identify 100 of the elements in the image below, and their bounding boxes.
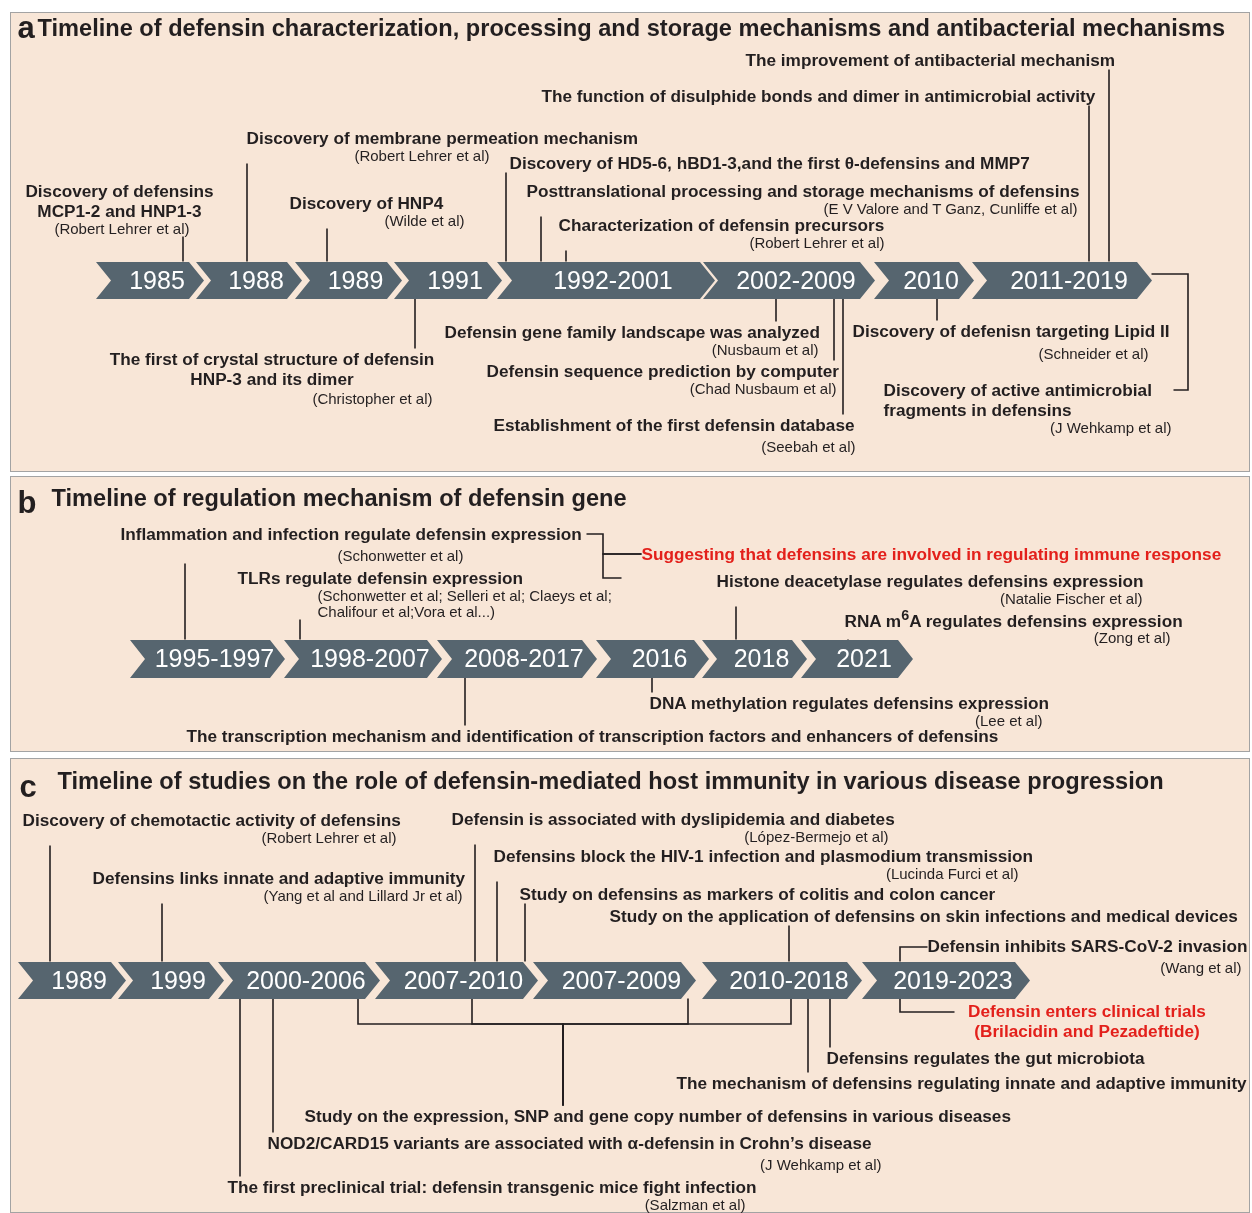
event-title: The improvement of antibacterial mechanism xyxy=(745,49,1116,70)
leader-line xyxy=(735,605,737,641)
year-segment: 1989 xyxy=(17,961,126,999)
leader-line xyxy=(239,997,241,1178)
year-segment: 2021 xyxy=(800,639,913,678)
event-title: The first of crystal structure of defensin HNP-3 and its dimer xyxy=(108,348,436,389)
event-title: Study on the expression, SNP and gene copy number of defensins in various diseases xyxy=(304,1105,1011,1126)
citation: (Christopher et al) xyxy=(312,390,433,407)
event-title: Discovery of HNP4 xyxy=(289,192,444,213)
panel-title: Timeline of defensin characterization, processing and storage mechanisms and antibacterial mechanisms xyxy=(37,14,1225,41)
leader-line xyxy=(1108,68,1110,263)
citation: (Robert Lehrer et al) xyxy=(749,234,885,251)
event-title: Defensin enters clinical trials (Brilacidin and Pezadeftide) xyxy=(967,1000,1207,1041)
year-segment: 2008-2017 xyxy=(436,639,597,678)
event-title: Discovery of defenisn targeting Lipid II xyxy=(852,320,1170,341)
citation: (Wang et al) xyxy=(1160,959,1242,976)
leader-line xyxy=(184,562,186,641)
year-segment: 2010 xyxy=(873,261,974,299)
event-title: Establishment of the first defensin database xyxy=(493,414,855,435)
event-title: Defensin gene family landscape was analyzed xyxy=(444,321,820,342)
citation: (J Wehkamp et al) xyxy=(760,1156,882,1173)
leader-line xyxy=(496,880,498,963)
leader-line xyxy=(651,676,653,694)
leader-line xyxy=(936,297,938,322)
panel-letter: b xyxy=(17,486,37,519)
panel-title: Timeline of studies on the role of defensin-mediated host immunity in various disease progression xyxy=(57,767,1164,794)
leader-line xyxy=(326,227,328,263)
year-segment: 1988 xyxy=(195,261,302,299)
citation: (Zong et al) xyxy=(1093,630,1171,647)
leader-line xyxy=(565,249,567,263)
event-title: Discovery of membrane permeation mechanism xyxy=(246,127,639,148)
citation: (López-Bermejo et al) xyxy=(744,828,889,845)
leader-line xyxy=(775,297,777,323)
year-segment: 1995-1997 xyxy=(129,639,285,678)
year-segment: 1998-2007 xyxy=(283,639,442,678)
citation: (Schonwetter et al; Selleri et al; Claeys et al; Chalifour et al;Vora et al...) xyxy=(317,587,613,620)
event-title: Defensin sequence prediction by computer xyxy=(486,360,839,381)
citation: (E V Valore and T Ganz, Cunliffe et al) xyxy=(823,200,1078,217)
citation: (Robert Lehrer et al) xyxy=(261,829,397,846)
leader-line xyxy=(842,297,844,416)
bracket-connector xyxy=(899,997,956,1013)
panel-background xyxy=(10,12,1250,472)
event-title: Defensin inhibits SARS-CoV-2 invasion xyxy=(927,935,1248,956)
leader-line xyxy=(1088,104,1090,263)
leader-line xyxy=(807,997,809,1074)
leader-line xyxy=(299,618,301,641)
citation: (Robert Lehrer et al) xyxy=(354,147,490,164)
event-title: Defensins links innate and adaptive immunity xyxy=(92,867,465,888)
citation: (Robert Lehrer et al) xyxy=(54,220,190,237)
citation: (J Wehkamp et al) xyxy=(1050,419,1172,436)
citation: (Schonwetter et al) xyxy=(337,547,464,564)
year-segment: 2000-2006 xyxy=(217,961,380,999)
event-title: Discovery of active antimicrobial fragments in defensins xyxy=(883,379,1153,420)
event-title: Defensins block the HIV-1 infection and plasmodium transmission xyxy=(493,845,1034,866)
year-segment: 2011-2019 xyxy=(971,261,1152,299)
year-segment: 2018 xyxy=(701,639,807,678)
citation: (Yang et al and Lillard Jr et al) xyxy=(263,887,463,904)
citation: (Lucinda Furci et al) xyxy=(885,865,1019,882)
citation: (Chad Nusbaum et al) xyxy=(689,380,837,397)
leader-line xyxy=(474,843,476,963)
event-title: Discovery of chemotactic activity of defensins xyxy=(22,809,401,830)
event-title: Posttranslational processing and storage mechanisms of defensins xyxy=(526,180,1080,201)
year-segment: 2007-2010 xyxy=(374,961,538,999)
leader-line xyxy=(524,902,526,963)
event-title: Defensin is associated with dyslipidemia and diabetes xyxy=(451,808,895,829)
event-title: Inflammation and infection regulate defensin expression xyxy=(120,523,582,544)
panel-letter: a xyxy=(17,11,35,44)
year-segment: 1989 xyxy=(294,261,402,299)
bracket-connector xyxy=(899,946,929,963)
event-title: Study on defensins as markers of colitis and colon cancer xyxy=(519,883,996,904)
leader-line xyxy=(464,676,466,727)
leader-line xyxy=(272,997,274,1134)
panel-letter: c xyxy=(19,770,37,803)
citation: (Schneider et al) xyxy=(1038,345,1149,362)
leader-line xyxy=(246,162,248,263)
leader-line xyxy=(49,844,51,963)
leader-line xyxy=(505,171,507,263)
year-segment: 2016 xyxy=(595,639,709,678)
leader-line xyxy=(182,235,184,263)
year-segment: 1999 xyxy=(117,961,224,999)
event-title: The first preclinical trial: defensin transgenic mice fight infection xyxy=(227,1176,757,1197)
year-segment: 2002-2009 xyxy=(702,261,875,299)
event-title: The mechanism of defensins regulating innate and adaptive immunity xyxy=(676,1072,1247,1093)
event-title: Defensins regulates the gut microbiota xyxy=(826,1047,1145,1068)
citation: (Natalie Fischer et al) xyxy=(999,590,1143,607)
panel-background xyxy=(10,476,1250,752)
leader-line xyxy=(788,924,790,963)
year-segment: 1985 xyxy=(95,261,204,299)
panel-background xyxy=(10,758,1250,1213)
citation: (Seebah et al) xyxy=(761,438,856,455)
event-title: Histone deacetylase regulates defensins expression xyxy=(716,570,1144,591)
citation: (Salzman et al) xyxy=(644,1196,746,1213)
event-title: Study on the application of defensins on skin infections and medical devices xyxy=(609,905,1238,926)
citation: (Wilde et al) xyxy=(384,212,465,229)
leader-line xyxy=(540,215,542,263)
leader-line xyxy=(414,297,416,350)
event-title: Suggesting that defensins are involved in regulating immune response xyxy=(641,543,1222,564)
citation: (Nusbaum et al) xyxy=(711,341,819,358)
year-segment: 2010-2018 xyxy=(701,961,862,999)
bracket-connector xyxy=(562,997,792,1107)
